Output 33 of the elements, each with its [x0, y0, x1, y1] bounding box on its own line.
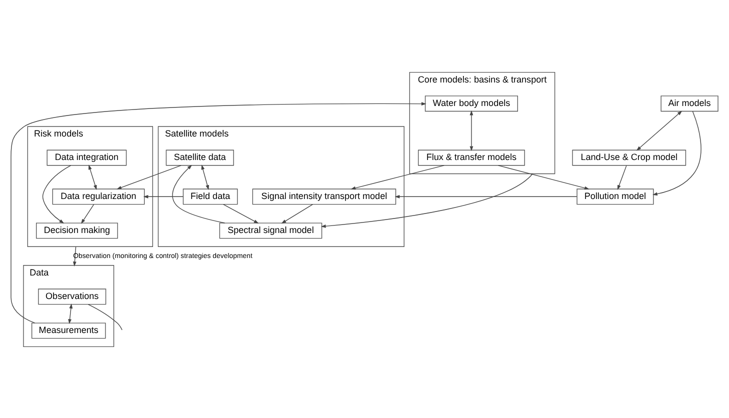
arrow — [201, 164, 209, 190]
arrow — [652, 110, 702, 196]
arrow — [281, 204, 313, 224]
node-box: Measurements — [31, 322, 106, 338]
arrow — [143, 194, 184, 198]
arrow — [470, 110, 474, 151]
node-box: Data regularization — [52, 188, 145, 204]
arrow — [394, 194, 578, 198]
arrow — [116, 164, 182, 189]
node-box: Field data — [182, 188, 238, 204]
arrow — [172, 164, 226, 223]
node-box: Data integration — [46, 149, 127, 166]
arrow — [73, 246, 76, 266]
arrow — [81, 204, 94, 224]
arrow — [223, 204, 259, 224]
node-box: Satellite data — [166, 149, 234, 166]
arrow — [42, 164, 72, 223]
node-box: Pollution model — [576, 188, 654, 204]
node-box: Air models — [660, 95, 718, 112]
node-box: Spectral signal model — [219, 222, 322, 238]
node-box: Flux & transfer models — [418, 149, 525, 166]
arrow — [68, 303, 73, 324]
arrow — [88, 164, 97, 190]
node-box: Land-Use & Crop model — [572, 149, 686, 166]
node-box: Signal intensity transport model — [252, 188, 396, 204]
arrow — [617, 164, 627, 190]
connector — [88, 304, 122, 330]
node-box: Water body models — [424, 95, 518, 112]
node-box: Decision making — [36, 222, 118, 238]
arrow — [10, 102, 426, 323]
node-box: Observations — [38, 288, 106, 304]
arrow — [636, 110, 682, 150]
arrow — [320, 172, 533, 228]
